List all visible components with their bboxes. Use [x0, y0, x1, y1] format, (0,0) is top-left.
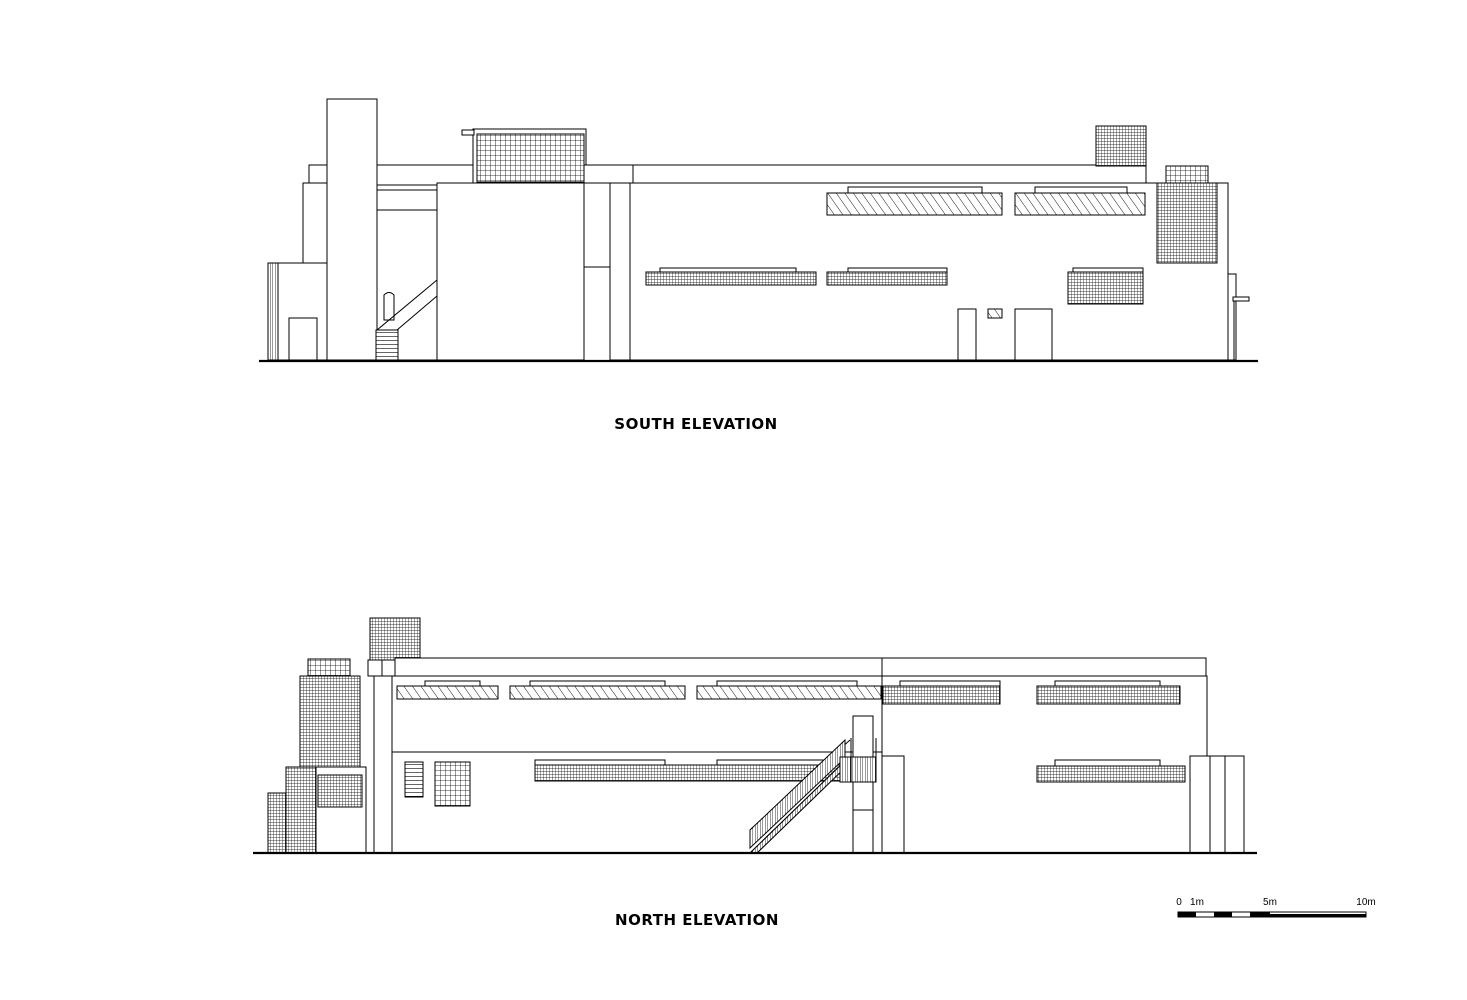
south-elevation-title: SOUTH ELEVATION [614, 415, 777, 433]
north-elevation-title: NORTH ELEVATION [615, 911, 779, 929]
scale-label-5m: 5m [1263, 897, 1277, 908]
scale-bar: 0 1m 5m 10m [1176, 897, 1376, 918]
scale-label-1m: 1m [1190, 897, 1204, 908]
south-elevation [259, 98, 1258, 363]
scale-label-10m: 10m [1356, 897, 1375, 908]
scale-label-0: 0 [1176, 897, 1182, 908]
north-elevation [253, 617, 1257, 855]
